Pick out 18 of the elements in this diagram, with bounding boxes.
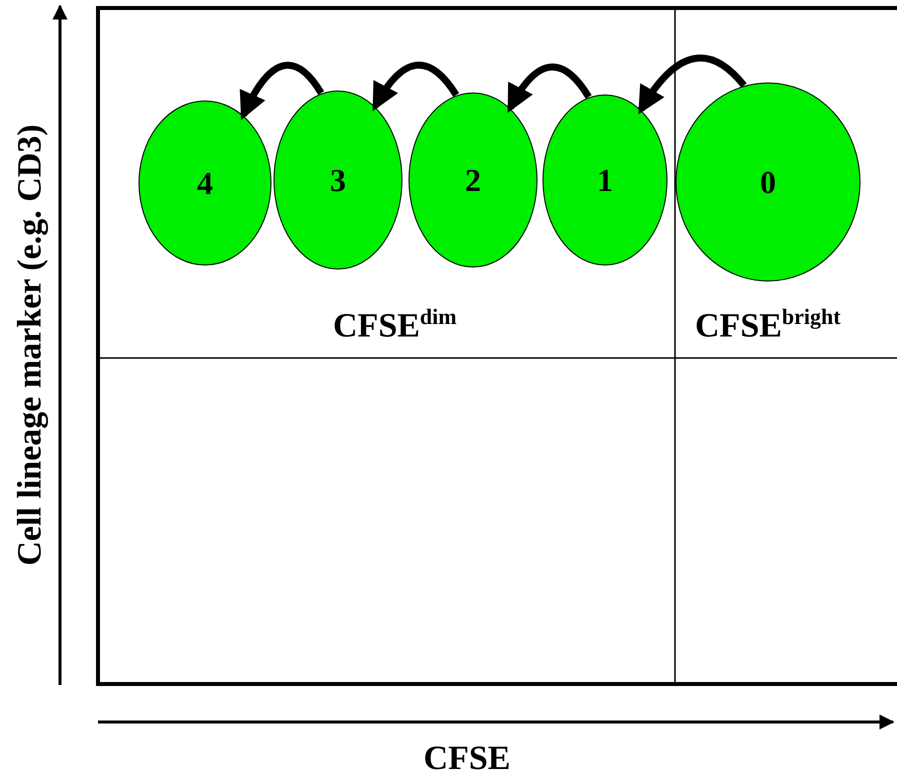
curved-arrow [507,64,592,113]
generation-number: 1 [597,164,613,196]
generation-number: 4 [197,167,213,199]
cell-ellipse [273,90,403,270]
generation-number: 2 [465,164,481,196]
gate-label: CFSE$^{bright}$ [695,305,841,345]
cell-ellipse [138,100,272,266]
generation-number: 3 [330,164,346,196]
curved-arrow [372,62,460,112]
cell-ellipse [675,82,861,282]
y-axis-title: Cell lineage marker (e.g. CD3) [11,124,49,566]
cell-ellipse [408,92,538,268]
gate-label: CFSE$^{dim}$ [333,305,457,345]
curved-arrow [240,62,324,120]
x-axis-title: CFSE [424,740,510,778]
cell-ellipse [542,94,668,266]
generation-number: 0 [760,166,776,198]
curved-arrow [638,54,747,114]
